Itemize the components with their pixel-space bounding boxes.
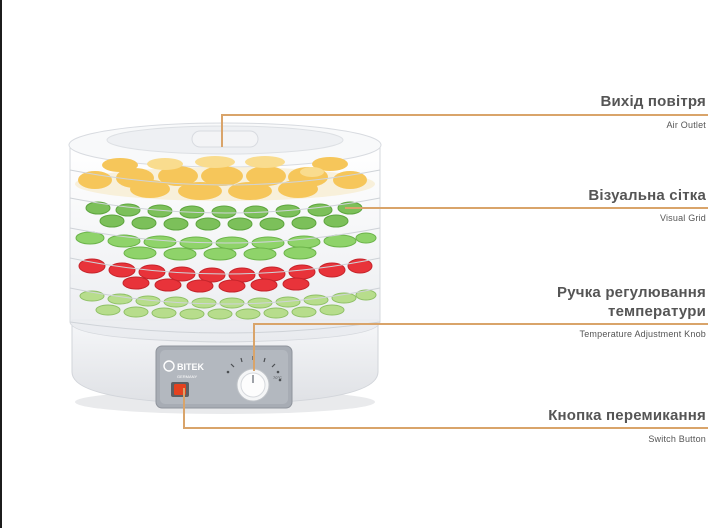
callout-visual-grid: Візуальна сітка Visual Grid [588,186,706,223]
callout-switch-button-title: Кнопка перемикання [548,407,706,424]
callout-switch-button: Кнопка перемикання Switch Button [548,406,706,444]
temperature-knob-leader-line [253,323,708,325]
callout-visual-grid-subtitle: Visual Grid [659,213,706,223]
air-outlet-leader-line [221,114,708,116]
brand-logo: BITEK GERMANY [163,360,205,379]
tray-yellow [75,156,375,201]
temperature-knob-leader-drop [253,323,255,371]
tray-zucchini [79,289,377,320]
tray-tomato [78,258,373,293]
visual-grid-leader-line [345,207,708,209]
callout-air-outlet: Вихід повітря Air Outlet [600,92,706,130]
callout-air-outlet-subtitle: Air Outlet [666,120,706,130]
svg-text:70°C: 70°C [273,375,282,380]
callout-temperature-knob: Ручка регулювання температури Temperatur… [506,283,706,339]
callout-temperature-knob-subtitle: Temperature Adjustment Knob [579,329,706,339]
switch-button-leader-drop [183,388,185,428]
callout-air-outlet-title: Вихід повітря [600,93,706,110]
switch-button-leader-line [183,427,708,429]
left-border [0,0,2,528]
svg-text:BITEK: BITEK [177,362,205,372]
svg-text:GERMANY: GERMANY [177,374,198,379]
callout-temperature-knob-title: Ручка регулювання температури [557,284,706,320]
callout-visual-grid-title: Візуальна сітка [588,187,706,204]
tray-cucumber [85,201,363,231]
air-outlet-leader-drop [221,114,223,147]
callout-switch-button-subtitle: Switch Button [648,434,706,444]
